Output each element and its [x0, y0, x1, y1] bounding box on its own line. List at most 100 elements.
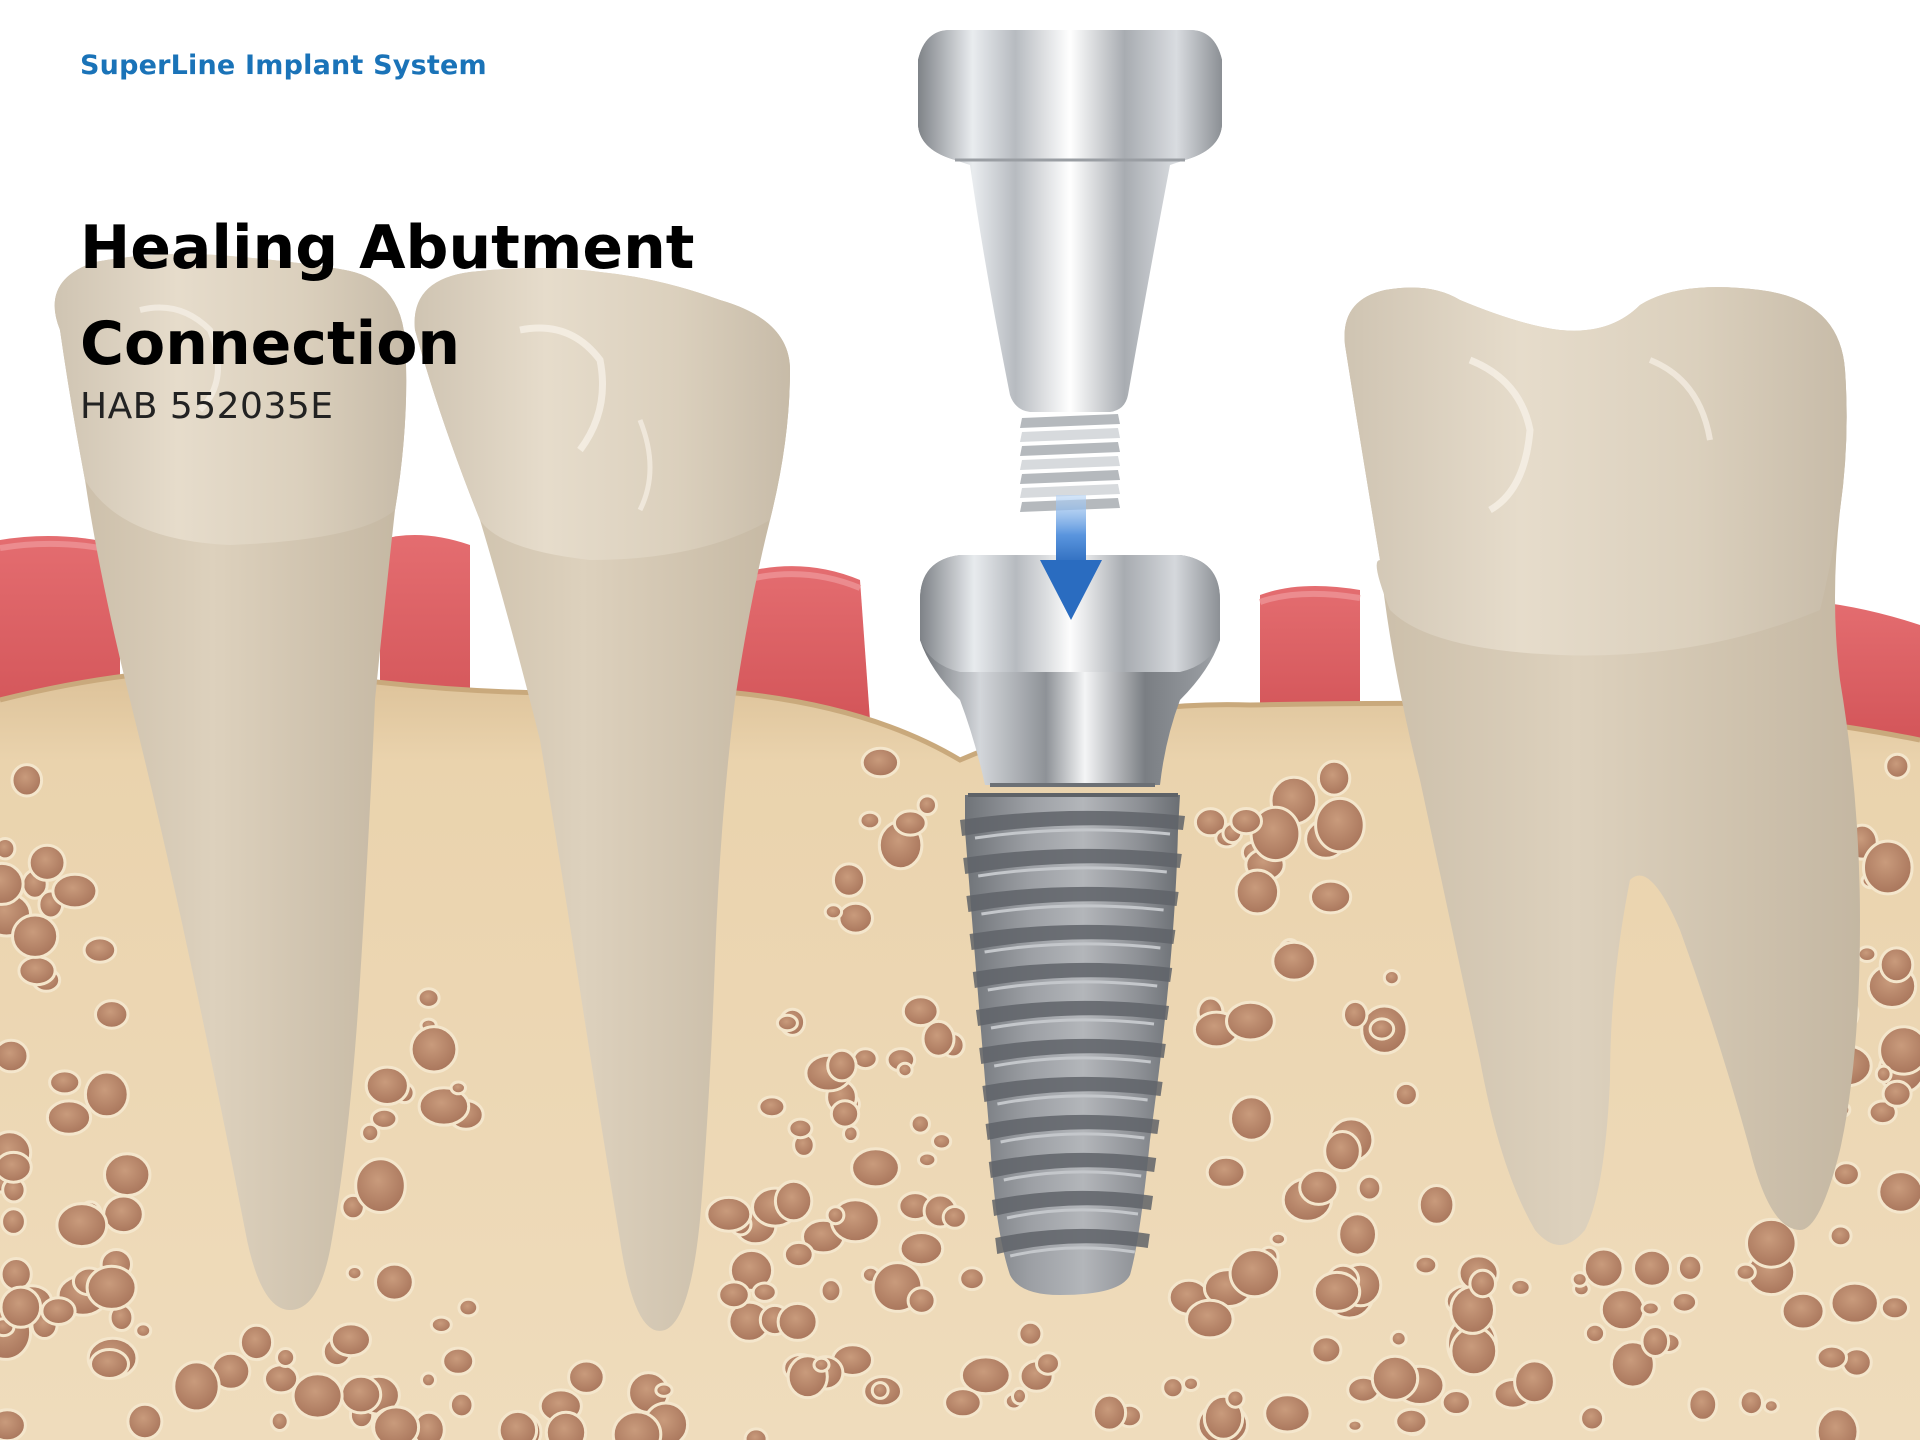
bone-pore — [1384, 971, 1399, 985]
bone-pore — [1230, 1250, 1279, 1297]
bone-pore — [128, 1404, 162, 1438]
bone-pore — [1415, 1256, 1437, 1274]
bone-pore — [1391, 1331, 1406, 1346]
bone-pore — [499, 1411, 536, 1440]
bone-pore — [1339, 1214, 1377, 1255]
bone-pore — [784, 1242, 813, 1266]
bone-pore — [1689, 1389, 1717, 1420]
bone-pore — [1316, 798, 1365, 851]
bone-pore — [1396, 1409, 1427, 1433]
bone-pore — [894, 811, 926, 835]
bone-pore — [1358, 1176, 1381, 1200]
bone-pore — [57, 1204, 107, 1247]
bone-pore — [860, 812, 880, 829]
bone-pore — [53, 874, 97, 908]
bone-pore — [1013, 1388, 1027, 1404]
bone-pore — [1163, 1378, 1183, 1398]
bone-pore — [1764, 1400, 1778, 1412]
bone-pore — [1395, 1083, 1417, 1105]
bone-pore — [271, 1412, 288, 1430]
bone-pore — [831, 1101, 858, 1127]
bone-pore — [903, 997, 938, 1026]
bone-pore — [1314, 1272, 1359, 1311]
bone-pore — [1273, 942, 1316, 980]
bone-pore — [1312, 1337, 1341, 1363]
bone-pore — [827, 1207, 844, 1224]
bone-pore — [1231, 809, 1262, 834]
healing-cap — [918, 30, 1222, 512]
bone-pore — [347, 1267, 362, 1280]
bone-pore — [1634, 1250, 1671, 1286]
bone-pore — [753, 1283, 776, 1301]
bone-pore — [1830, 1226, 1851, 1246]
bone-pore — [898, 1063, 912, 1076]
bone-pore — [923, 1021, 954, 1056]
bone-pore — [1271, 1233, 1286, 1245]
bone-pore — [1886, 754, 1909, 778]
bone-pore — [833, 864, 864, 896]
bone-pore — [1093, 1395, 1125, 1430]
bone-pore — [1581, 1407, 1604, 1430]
bone-pore — [821, 1280, 841, 1302]
bone-pore — [933, 1134, 951, 1149]
title-line-1: Healing Abutment — [80, 213, 694, 283]
bone-pore — [0, 839, 15, 859]
bone-pore — [87, 1266, 136, 1309]
bone-pore — [1879, 1172, 1920, 1213]
bone-pore — [1325, 1132, 1361, 1171]
bone-pore — [1515, 1361, 1555, 1403]
bone-pore — [1858, 947, 1876, 962]
bone-pore — [1227, 1390, 1244, 1407]
bone-pore — [459, 1299, 478, 1316]
bone-pore — [1019, 1322, 1042, 1345]
bone-pore — [908, 1288, 935, 1314]
bone-pore — [50, 1071, 80, 1094]
bone-pore — [0, 1410, 25, 1440]
bone-pore — [29, 845, 65, 880]
bone-pore — [656, 1384, 672, 1396]
bone-pore — [1207, 1157, 1245, 1187]
bone-pore — [265, 1365, 298, 1393]
bone-pore — [431, 1317, 451, 1332]
bone-pore — [1311, 881, 1351, 913]
bone-pore — [1442, 1391, 1470, 1415]
bone-pore — [825, 905, 841, 919]
bone-pore — [789, 1119, 812, 1138]
bone-pore — [1642, 1302, 1659, 1315]
bone-pore — [707, 1197, 751, 1231]
title-line-2: Connection — [80, 309, 460, 379]
bone-pore — [1831, 1283, 1878, 1323]
bone-pore — [1817, 1409, 1858, 1440]
bone-pore — [443, 1348, 474, 1374]
bone-pore — [569, 1361, 605, 1393]
bone-pore — [1236, 870, 1278, 914]
bone-pore — [1344, 1001, 1367, 1027]
bone-pore — [1876, 1066, 1891, 1082]
bone-pore — [1736, 1264, 1755, 1280]
bone-pore — [105, 1154, 150, 1196]
bone-pore — [1370, 1019, 1394, 1039]
product-code: HAB 552035E — [80, 386, 334, 427]
bone-pore — [775, 1181, 811, 1221]
bone-pore — [1833, 1163, 1859, 1186]
bone-pore — [745, 1429, 767, 1440]
bone-pore — [376, 1264, 414, 1300]
bone-pore — [778, 1303, 817, 1340]
bone-pore — [1348, 1420, 1362, 1431]
bone-pore — [331, 1324, 370, 1356]
bone-pore — [759, 1097, 785, 1117]
bone-pore — [1572, 1273, 1587, 1287]
bone-pore — [1037, 1353, 1060, 1374]
bone-pore — [47, 1101, 90, 1134]
bone-pore — [900, 1233, 943, 1265]
bone-pore — [0, 1152, 31, 1182]
bone-pore — [1880, 948, 1913, 982]
bone-pore — [960, 1268, 985, 1290]
bone-pore — [828, 1050, 856, 1081]
bone-pore — [839, 903, 873, 933]
bone-pore — [1601, 1290, 1644, 1330]
bone-pore — [84, 938, 116, 962]
bone-pore — [1372, 1356, 1417, 1400]
bone-pore — [341, 1376, 380, 1413]
bone-pore — [918, 796, 936, 815]
